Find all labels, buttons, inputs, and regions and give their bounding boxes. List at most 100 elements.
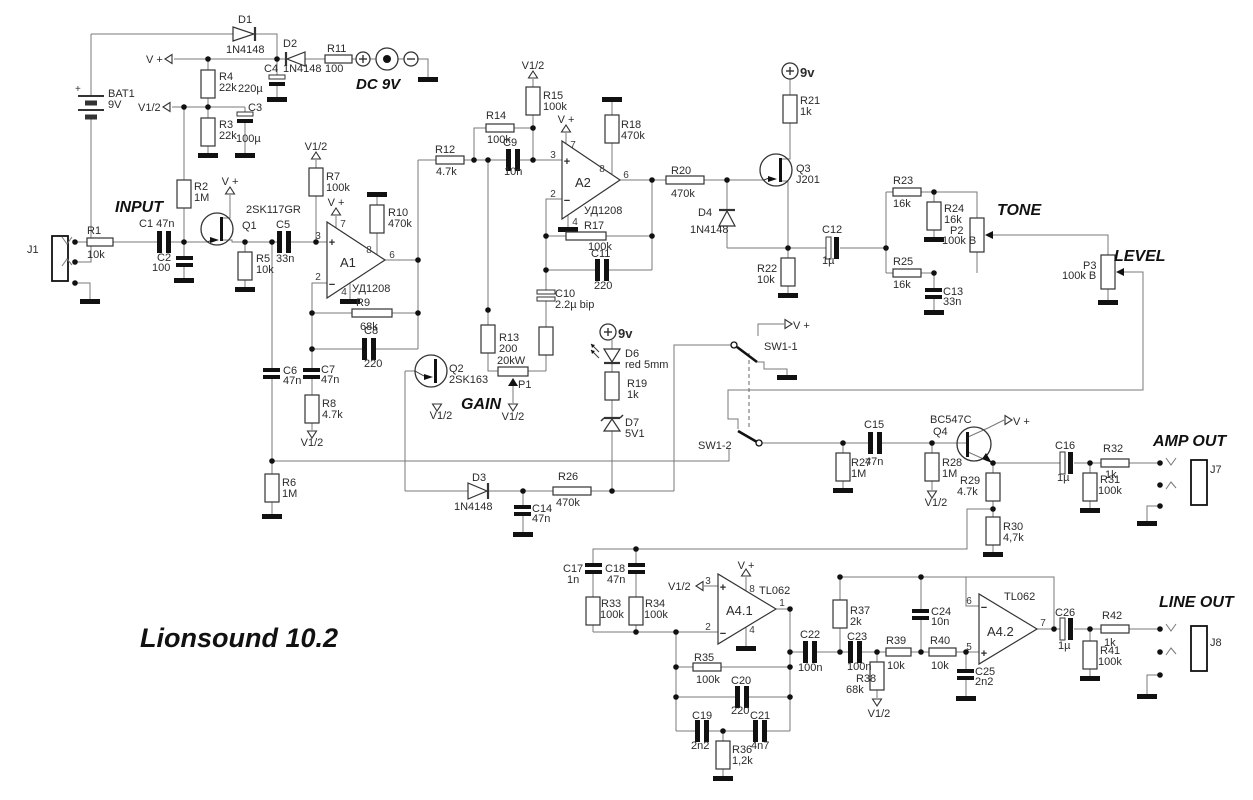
capacitor-C26 — [1059, 617, 1066, 641]
label-p1: P1 — [518, 379, 531, 391]
jack-contact-spring — [61, 236, 73, 245]
resistor-R32 — [1100, 458, 1130, 468]
Q2-body — [414, 354, 448, 388]
junction-dot — [874, 649, 880, 655]
label-r31: R31 — [1100, 474, 1120, 486]
terminal-arrow-right — [1004, 414, 1014, 426]
label-q3: Q3 — [796, 163, 811, 175]
label-v1/2: V1/2 — [668, 581, 691, 593]
capacitor-C2 — [176, 256, 193, 260]
label-47n: 47n — [532, 513, 550, 525]
junction-dot — [609, 488, 615, 494]
label-−: − — [329, 279, 335, 291]
label-r11: R11 — [327, 43, 346, 55]
label-9v: 9v — [800, 65, 815, 80]
label-r1: R1 — [87, 225, 101, 237]
label-r19: R19 — [627, 378, 647, 390]
resistor-R34 — [628, 596, 644, 626]
label-c9: C9 — [503, 137, 517, 149]
label-r39: R39 — [886, 635, 906, 647]
resistor-R27 — [835, 452, 851, 482]
label-6: 6 — [389, 250, 395, 261]
label-220: 220 — [731, 705, 749, 717]
label-p3: P3 — [1083, 260, 1096, 272]
junction-dot — [1157, 503, 1163, 509]
arrowhead — [424, 374, 433, 380]
label-r28: R28 — [942, 457, 962, 469]
resistor-R17 — [565, 231, 607, 241]
capacitor-C11 — [595, 259, 600, 281]
label-100n: 100n — [847, 661, 871, 673]
resistor-R31 — [1082, 472, 1098, 502]
opamp-A4.2 — [978, 592, 1039, 666]
resistor-R42 — [1100, 624, 1130, 634]
label-1n4148: 1N4148 — [454, 501, 493, 513]
terminal-arrow-up — [330, 206, 342, 216]
label-tl062: TL062 — [759, 585, 790, 597]
label-d6: D6 — [625, 348, 639, 360]
arrowhead — [982, 453, 992, 463]
label-r24: R24 — [944, 203, 964, 215]
label-r2: R2 — [194, 181, 208, 193]
label-1m: 1M — [194, 192, 209, 204]
junction-dot — [274, 56, 280, 62]
label-100k: 100k — [543, 101, 567, 113]
transistor-channel — [966, 432, 969, 457]
label-d3: D3 — [472, 472, 486, 484]
label-22k: 22k — [219, 82, 237, 94]
wire — [545, 198, 562, 290]
label-dc-9v: DC 9V — [356, 76, 402, 93]
detail-line — [619, 414, 624, 419]
label-100k: 100k — [644, 609, 668, 621]
label-+: + — [75, 84, 81, 95]
label-r17: R17 — [584, 220, 604, 232]
junction-dot — [269, 458, 275, 464]
transistor-channel — [434, 359, 437, 383]
junction-dot — [673, 664, 679, 670]
label-v-+: V + — [793, 320, 810, 332]
resistor-R4 — [200, 69, 216, 99]
label-q2: Q2 — [449, 363, 464, 375]
label-r41: R41 — [1100, 645, 1120, 657]
label-1n4148: 1N4148 — [226, 44, 265, 56]
label-c23: C23 — [847, 631, 867, 643]
label-1n4148: 1N4148 — [690, 224, 729, 236]
junction-dot — [787, 649, 793, 655]
label-d7: D7 — [625, 417, 639, 429]
junction-dot — [530, 125, 536, 131]
terminal-arrow-left — [161, 101, 171, 113]
capacitor-C18 — [628, 563, 645, 567]
ground-symbol — [80, 299, 100, 304]
wire — [222, 195, 231, 219]
diode-D7 — [602, 417, 622, 432]
label-16k: 16k — [944, 214, 962, 226]
label-j7: J7 — [1210, 464, 1222, 476]
label-4.7k: 4.7k — [436, 166, 457, 178]
label-r40: R40 — [930, 635, 950, 647]
label-47n: 47n — [607, 574, 625, 586]
ground-symbol — [340, 299, 360, 304]
capacitor-C7 — [303, 375, 320, 379]
Q4-body — [956, 426, 992, 462]
label-8: 8 — [599, 164, 605, 175]
capacitor-C3 — [237, 119, 253, 123]
label-c8: C8 — [364, 325, 378, 337]
label-8: 8 — [366, 245, 372, 256]
terminal-arrow-down — [431, 403, 443, 413]
label-level: LEVEL — [1114, 248, 1166, 265]
jack-contact-spring — [61, 258, 73, 267]
wire — [592, 508, 993, 563]
resistor-R11 — [324, 54, 353, 64]
label-c11: C11 — [591, 248, 610, 260]
label-tl062: TL062 — [1004, 591, 1035, 603]
label-+: + — [981, 648, 987, 660]
label-7: 7 — [1040, 618, 1046, 629]
wire — [487, 353, 498, 372]
capacitor-C13 — [925, 295, 942, 299]
label-6: 6 — [966, 596, 972, 607]
label-a1: A1 — [340, 255, 356, 270]
label-a2: A2 — [575, 175, 591, 190]
dc-barrel — [375, 47, 399, 71]
jack-contact-spring — [1165, 647, 1177, 656]
ground-symbol — [174, 278, 194, 283]
